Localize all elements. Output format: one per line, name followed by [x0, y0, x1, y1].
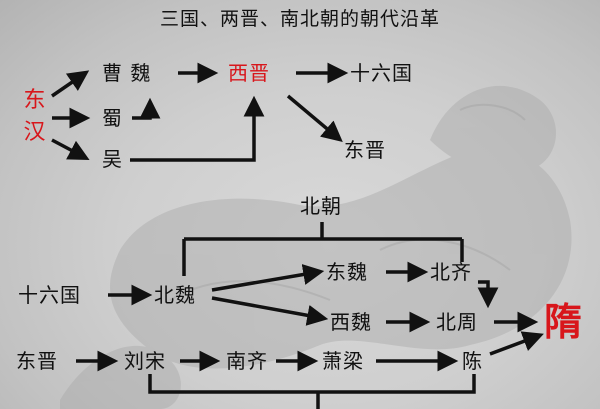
arrow-shu-wei	[132, 97, 161, 120]
arrow-xijin-dongjin	[286, 94, 343, 143]
arrow-chen-sui	[489, 331, 544, 356]
node-xi-jin: 西晋	[228, 61, 270, 85]
node-bei-chao: 北朝	[300, 194, 342, 218]
node-chen: 陈	[462, 349, 483, 373]
node-bei-qi: 北齐	[430, 260, 472, 284]
node-liu-song: 刘宋	[124, 349, 166, 373]
arrow-beiqi-beizhou	[477, 280, 499, 309]
node-bei-wei: 北魏	[154, 283, 196, 307]
node-sui: 隋	[544, 299, 583, 344]
node-cao-wei: 曹 魏	[102, 61, 152, 85]
arrow-beiwei-xiwei	[211, 296, 329, 326]
node-dong-jin-top: 东晋	[344, 138, 386, 162]
node-nan-qi: 南齐	[226, 349, 268, 373]
beichao-bracket	[182, 222, 464, 276]
node-shu: 蜀	[102, 106, 123, 130]
node-xi-wei: 西魏	[330, 310, 372, 334]
node-han: 汉	[23, 120, 47, 145]
node-bei-zhou: 北周	[436, 310, 478, 334]
nanchao-bracket	[148, 374, 476, 409]
arrow-donghan-wu	[51, 138, 90, 160]
node-xiao-liang: 萧梁	[322, 349, 364, 373]
arrow-donghan-caowei	[51, 70, 90, 98]
node-wu: 吴	[102, 147, 123, 171]
node-shiliuguo-top: 十六国	[350, 61, 413, 85]
node-dong-wei: 东魏	[326, 260, 368, 284]
node-dong-jin-bottom: 东晋	[16, 349, 58, 373]
arrow-beiwei-dongwei	[211, 264, 325, 292]
page-title: 三国、两晋、南北朝的朝代沿革	[159, 8, 440, 30]
node-shiliuguo-bottom: 十六国	[18, 283, 81, 307]
node-dong: 东	[23, 88, 47, 113]
arrow-wu-xijin	[130, 95, 265, 162]
